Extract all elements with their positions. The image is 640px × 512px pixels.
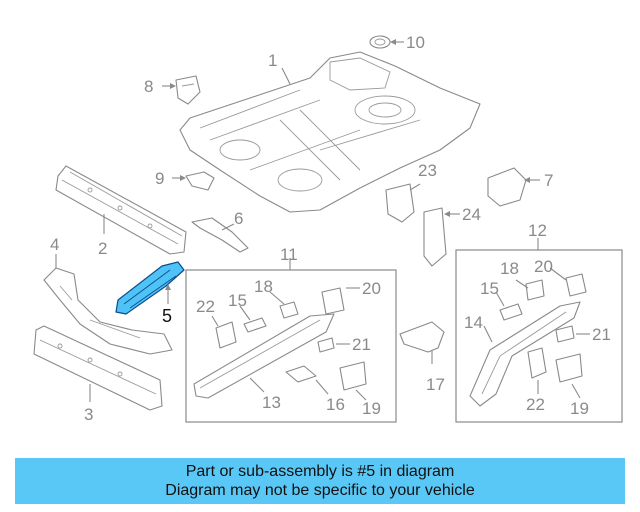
group-11-box [185,269,397,423]
part-6-strip[interactable] [191,217,249,253]
part-9-bracket[interactable] [185,171,215,191]
callout-14: 14 [464,313,483,332]
part-23-bracket[interactable] [385,183,415,223]
callout-18-left: 18 [254,277,273,296]
callout-11: 11 [280,245,298,264]
callout-19-right: 19 [570,399,589,418]
part-4-side-member[interactable] [43,267,173,355]
part-13-side-rail[interactable] [193,313,335,399]
callout-15-left: 15 [228,291,247,310]
part-19-bracket-right[interactable] [555,353,583,383]
callout-17: 17 [426,375,445,394]
part-8-bracket[interactable] [175,75,201,105]
part-1-rear-floor-pan[interactable] [179,51,481,213]
callout-1: 1 [268,51,277,70]
callout-24: 24 [462,205,481,224]
part-24-reinforcement[interactable] [423,207,447,267]
part-22-bracket-right[interactable] [527,347,547,379]
info-banner: Part or sub-assembly is #5 in diagram Di… [15,458,625,504]
part-18-plate-right[interactable] [525,279,545,301]
callout-3: 3 [84,405,93,424]
callout-12: 12 [528,221,547,240]
callout-18-right: 18 [500,259,519,278]
callout-20-left: 20 [362,279,381,298]
callout-9: 9 [155,169,164,188]
callout-2: 2 [98,239,107,258]
part-2-crossmember[interactable] [55,165,187,255]
callout-4: 4 [50,235,59,254]
part-20-bracket-right[interactable] [565,273,587,297]
part-3-rear-member[interactable] [33,325,163,411]
callout-16: 16 [326,395,345,414]
part-20-bracket-left[interactable] [321,287,345,315]
callout-15-right: 15 [480,279,499,298]
callout-20-right: 20 [534,257,553,276]
group-12-box [455,249,623,423]
part-7-bracket[interactable] [487,167,527,207]
banner-line-1: Part or sub-assembly is #5 in diagram [185,463,455,480]
part-10-grommet[interactable] [369,35,391,49]
part-22-bracket-left[interactable] [215,321,237,349]
part-21-clip-left[interactable] [317,337,335,353]
callout-13: 13 [262,393,281,412]
part-16-bracket[interactable] [285,365,317,383]
callout-6: 6 [234,209,243,228]
part-17-bracket[interactable] [399,321,445,353]
part-15-plate-right[interactable] [499,303,523,321]
part-14-side-rail[interactable] [469,301,581,407]
callout-7: 7 [544,171,553,190]
part-21-clip-right[interactable] [555,325,575,343]
callout-22-right: 22 [526,395,545,414]
callout-21-right: 21 [592,325,611,344]
callout-19-left: 19 [362,399,381,418]
callout-5: 5 [162,306,172,326]
callout-21-left: 21 [352,335,371,354]
callout-23: 23 [418,161,437,180]
callout-10: 10 [406,33,425,52]
part-15-plate-left[interactable] [243,317,267,333]
part-5-highlighted-member[interactable] [115,261,185,315]
callout-22-left: 22 [196,297,215,316]
part-19-bracket-left[interactable] [339,361,367,391]
banner-line-2: Diagram may not be specific to your vehi… [165,482,475,499]
part-18-plate-left[interactable] [279,301,299,319]
callout-8: 8 [144,77,153,96]
